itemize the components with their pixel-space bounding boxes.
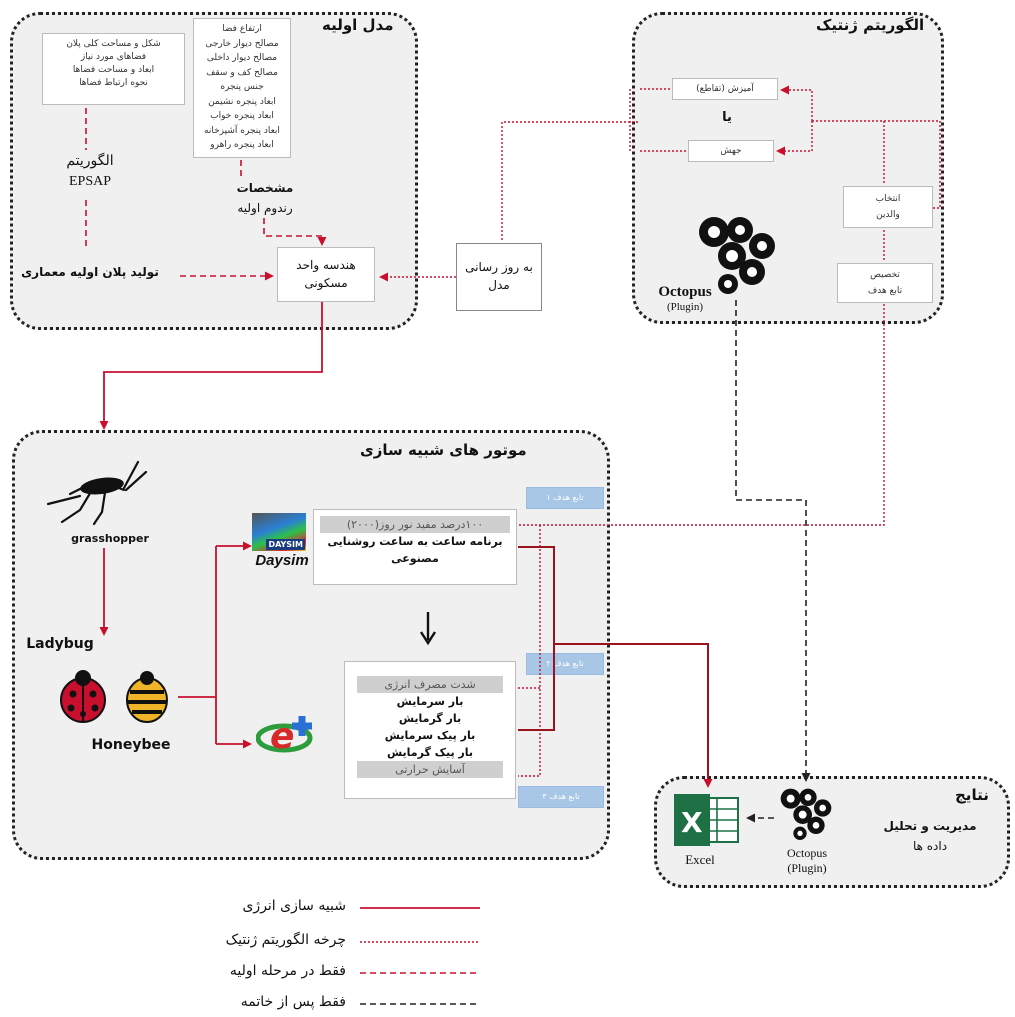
daysim-badge: DAYSIM [266, 539, 305, 550]
mgmt-line: مدیریت و تحلیل [883, 819, 977, 833]
data-management-label: مدیریت و تحلیل داده ها [864, 816, 996, 856]
requirements-line: ابعاد و مساحت فضاها [72, 65, 155, 75]
octopus-label: Octopus (Plugin) [650, 284, 720, 313]
simulation-engines-group [12, 430, 610, 860]
energyplus-output-box: شدت مصرف انرژی بار سرمایش بار گرمایش بار… [344, 661, 516, 799]
plan-generation-label: تولید پلان اولیه معماری [21, 265, 159, 279]
post-termination-connector [735, 300, 811, 782]
spec-line: مصالح دیوار داخلی [206, 53, 278, 63]
random-spec-label: مشخصات رندوم اولیه [215, 178, 315, 218]
spec-line: ابعاد پنجره خواب [210, 111, 274, 121]
excel-label: Excel [685, 852, 715, 867]
energyplus-logo-icon: e [256, 716, 313, 757]
ep-line: بار پیک سرمایش [384, 729, 476, 742]
genetic-loop-connector [501, 121, 640, 240]
update-model-box: به روز رسانی مدل [456, 243, 542, 311]
spec-line: مصالح کف و سقف [206, 67, 278, 78]
spec-line: ابعاد پنجره نشیمن [208, 96, 276, 107]
ep-line: بار سرمایش [396, 695, 464, 708]
mutation-box: جهش [688, 140, 774, 162]
genetic-loop-connector [518, 304, 885, 526]
objective-line: تخصیص [870, 270, 900, 280]
genetic-loop-connector [776, 121, 813, 156]
legend-label: فقط در مرحله اولیه [229, 963, 346, 979]
octopus-plugin: (Plugin) [666, 301, 704, 313]
objective-tag: تابع هدف ۲ [526, 653, 604, 675]
epsap-line: الگوریتم [66, 154, 114, 169]
spec-line: مصالح دیوار خارجی [205, 38, 279, 49]
update-line: به روز رسانی [465, 260, 533, 274]
genetic-loop-connector [518, 525, 541, 777]
spec-line: ابعاد پنجره راهرو [210, 140, 274, 150]
simulation-engines-title: موتور های شبیه سازی [360, 441, 527, 459]
spec-line: جنس پنجره [220, 82, 264, 92]
daysim-line: مصنوعی [391, 552, 439, 565]
spec-line: ابعاد پنجره آشپزخانه [204, 125, 280, 136]
svg-text:e: e [270, 716, 294, 757]
objective-tag: تابع هدف ۳ [518, 786, 604, 808]
initial-model-title: مدل اولیه [322, 16, 394, 34]
genetic-algorithm-title: الگوریتم ژنتیک [816, 16, 925, 34]
legend-label: شبیه سازی انرژی [242, 898, 346, 914]
objective-line: تابع هدف [867, 286, 903, 296]
or-label: یا [722, 110, 732, 125]
thermal-comfort-highlight: آسایش حرارتی [357, 761, 503, 778]
requirements-line: نحوه ارتباط فضاها [79, 78, 148, 88]
daysim-label: Daysim [255, 552, 309, 569]
results-octopus-name: Octopus [787, 846, 827, 860]
requirements-box: شکل و مساحت کلی پلان فضاهای مورد نیاز اب… [42, 33, 185, 105]
daysim-highlight: ۱۰۰درصد مفید نور روز(۲۰۰۰) [320, 516, 510, 533]
daysim-line: برنامه ساعت به ساعت روشنایی [327, 535, 503, 548]
grasshopper-label: grasshopper [71, 532, 149, 545]
honeybee-icon [126, 671, 168, 723]
octopus-logo-icon [699, 217, 775, 294]
energy-intensity-highlight: شدت مصرف انرژی [357, 676, 503, 693]
genetic-loop-connector [780, 85, 813, 121]
results-connector [554, 643, 713, 788]
mgmt-line: داده ها [912, 839, 948, 853]
ladybug-icon [60, 670, 106, 723]
requirements-line: شکل و مساحت کلی پلان [66, 39, 161, 49]
grasshopper-insect-icon [46, 460, 148, 526]
legend-label: فقط پس از خاتمه [240, 994, 346, 1010]
results-title: نتایج [955, 786, 989, 804]
random-spec-line: رندوم اولیه [237, 201, 293, 215]
results-octopus-logo-icon [780, 788, 832, 840]
svg-text:X: X [681, 806, 703, 839]
excel-logo-icon: X [674, 794, 739, 846]
ep-line: بار گرمایش [398, 712, 462, 725]
unit-line: هندسه واحد [296, 258, 356, 272]
output-bracket [518, 546, 555, 731]
results-octopus-plugin: (Plugin) [787, 861, 827, 875]
ladybug-label: Ladybug [26, 636, 94, 652]
specifications-box: ارتفاع فضا مصالح دیوار خارجی مصالح دیوار… [193, 18, 291, 158]
initial-stage-connector [263, 218, 327, 246]
spec-line: ارتفاع فضا [222, 24, 262, 34]
honeybee-label: Honeybee [91, 737, 171, 753]
genetic-loop-connector [884, 120, 941, 209]
down-arrow-icon [419, 612, 437, 646]
genetic-loop-connector [812, 120, 885, 184]
selection-line: والدین [876, 210, 900, 220]
random-spec-line: مشخصات [236, 181, 294, 195]
parent-selection-box: انتخاب والدین [843, 186, 933, 228]
octopus-name: Octopus [658, 284, 712, 300]
epsap-label: الگوریتم EPSAP [40, 152, 140, 192]
ep-line: بار پیک گرمایش [387, 746, 473, 759]
unit-line: مسکونی [304, 276, 348, 290]
energy-sim-connector [99, 302, 323, 430]
crossover-box: آمیزش (تقاطع) [672, 78, 778, 100]
daysim-output-box: ۱۰۰درصد مفید نور روز(۲۰۰۰) برنامه ساعت ب… [313, 509, 517, 585]
results-octopus-label: Octopus (Plugin) [770, 846, 844, 876]
requirements-line: فضاهای مورد نیاز [80, 52, 147, 62]
update-line: مدل [488, 278, 510, 292]
daysim-logo-icon: DAYSIM [252, 513, 306, 551]
legend-label: چرخه الگوریتم ژنتیک [225, 932, 346, 948]
residential-unit-box: هندسه واحد مسکونی [277, 247, 375, 302]
objective-function-box: تخصیص تابع هدف [837, 263, 933, 303]
epsap-line: EPSAP [68, 174, 112, 189]
selection-line: انتخاب [875, 194, 901, 204]
objective-tag: تابع هدف ۱ [526, 487, 604, 509]
